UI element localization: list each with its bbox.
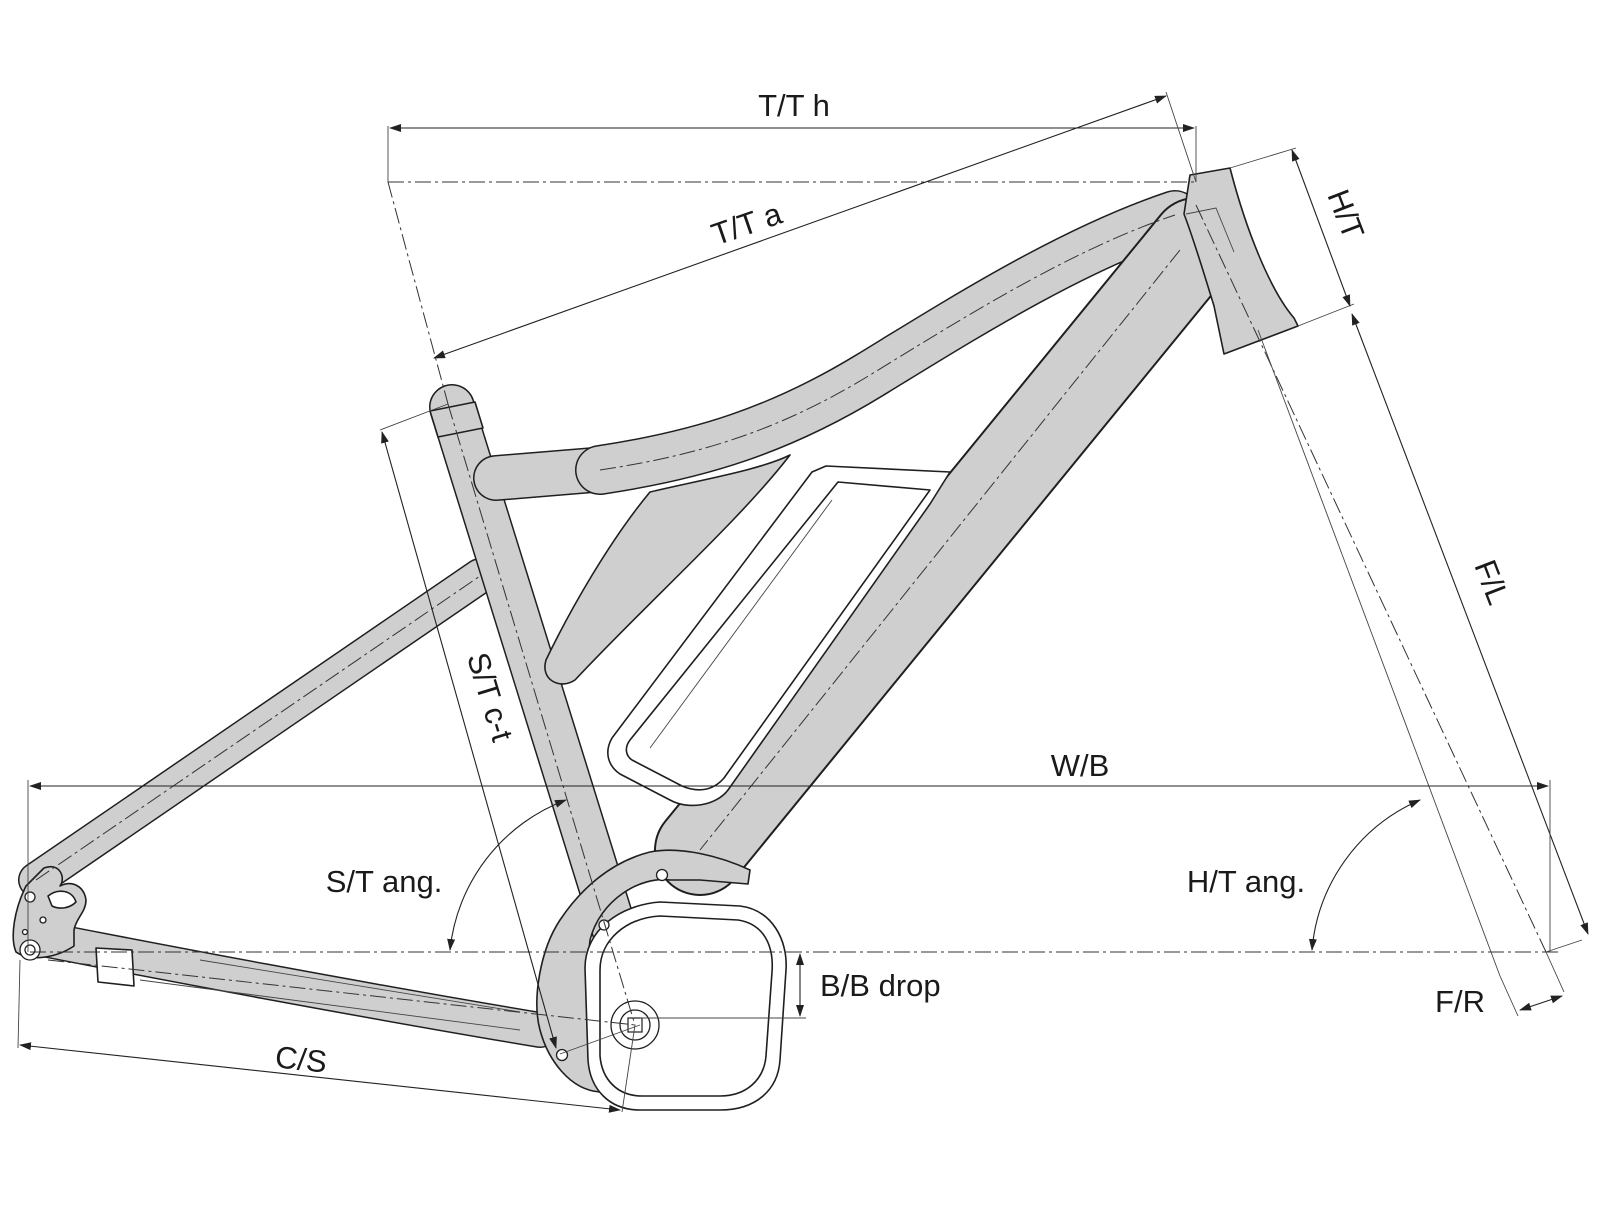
dimensions xyxy=(17,91,1589,1113)
frame-gusset xyxy=(544,454,791,685)
label-chainstay: C/S xyxy=(274,1039,329,1079)
label-head-tube-angle: H/T ang. xyxy=(1187,864,1305,899)
chain-stay xyxy=(30,922,558,1048)
fork-length-dimension xyxy=(1351,313,1589,935)
label-top-tube-horizontal: T/T h xyxy=(758,88,830,123)
fork-rake-dimension xyxy=(1519,995,1563,1011)
top-tube-actual-dimension xyxy=(433,95,1167,359)
motor-housing xyxy=(536,849,787,1111)
bike-frame xyxy=(12,167,1299,1111)
chainstay-dimension xyxy=(19,1042,621,1113)
seat-stay xyxy=(18,558,498,898)
label-fork-rake: F/R xyxy=(1435,984,1485,1019)
label-head-tube: H/T xyxy=(1321,185,1372,244)
label-top-tube-actual: T/T a xyxy=(707,196,787,253)
seat-tube-extension-line xyxy=(387,181,449,405)
head-tube-angle-arc xyxy=(1308,799,1421,951)
label-fork-length: F/L xyxy=(1467,555,1516,609)
label-wheelbase: W/B xyxy=(1051,748,1110,783)
head-tube xyxy=(1183,167,1299,355)
seat-stay-centerline xyxy=(35,575,481,881)
label-seat-tube-angle: S/T ang. xyxy=(326,864,443,899)
head-tube-dimension xyxy=(1291,149,1351,307)
seat-tube-angle-arc xyxy=(447,799,567,951)
label-bottom-bracket-drop: B/B drop xyxy=(820,968,941,1003)
